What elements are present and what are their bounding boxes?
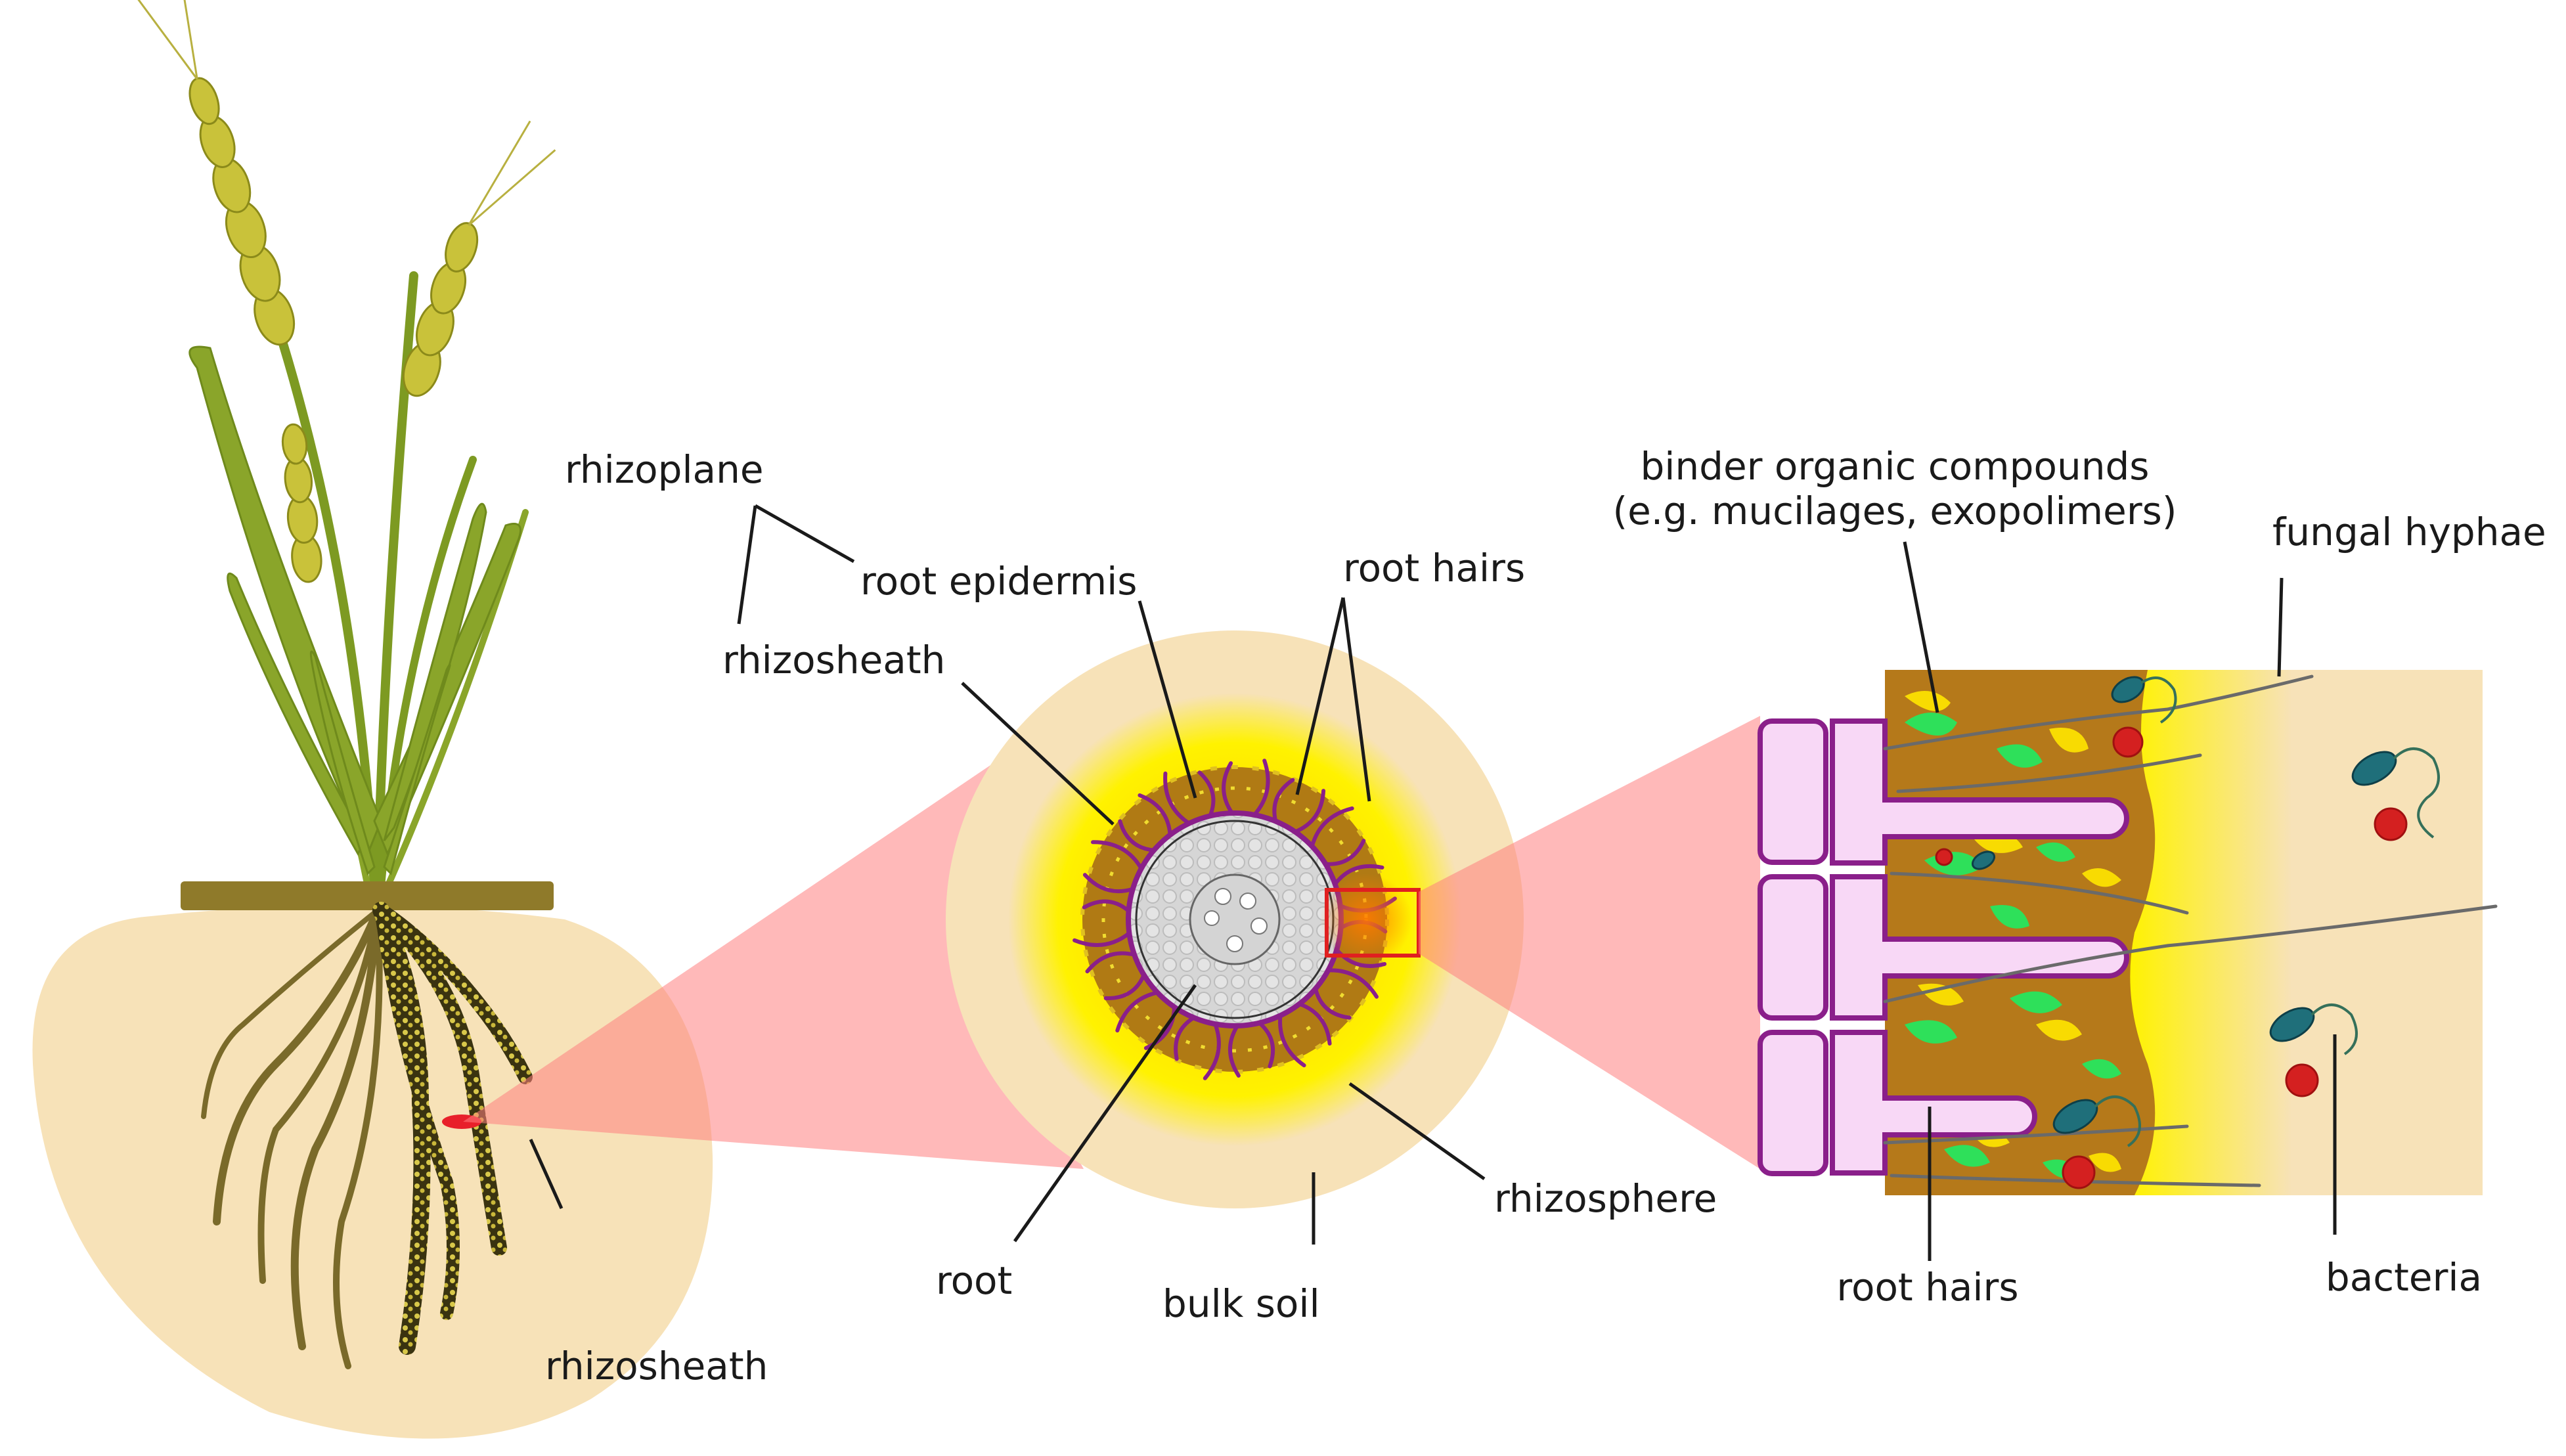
label-rhizoplane: rhizoplane [565,447,764,492]
plant-panel [32,0,713,1439]
root-hair [1115,990,1160,1033]
label-rhizosheath-mid: rhizosheath [722,638,945,682]
rhizosheath-roots [372,902,533,1355]
ground-line [181,881,554,910]
label-root-epidermis: root epidermis [860,559,1138,604]
labels: rhizoplane root epidermis rhizosheath ro… [545,444,2546,1388]
plant-roots [201,906,383,1369]
label-rhizosphere: rhizosphere [1494,1176,1717,1221]
root-hair [1272,778,1295,824]
root-hair [1222,761,1234,815]
root-hair [1174,1015,1196,1061]
bacteria-flagella [2094,676,2440,1147]
soil-blob [32,905,713,1439]
root-hair [1326,968,1379,999]
root-hair [1203,1022,1221,1080]
root-hair [1293,789,1326,834]
root-cross-section [946,630,1524,1208]
fungal-spores [1935,726,2408,1189]
root-hair [1228,1024,1241,1078]
root-stele [1189,873,1281,965]
wheat-ears [122,0,556,583]
xylem-vessels [1204,888,1268,952]
label-root-hairs-right: root hairs [1836,1265,2018,1310]
root-hair [1297,1002,1332,1046]
label-bulk-soil: bulk soil [1162,1281,1320,1326]
root-hair [1091,840,1143,871]
zoom-cone-right [1419,716,1760,1169]
bacteria-cells [1971,676,2397,1134]
root-hair [1073,931,1132,947]
label-binder-line2: (e.g. mucilages, exopolimers) [1612,489,2177,533]
label-root-hairs-mid: root hairs [1343,546,1525,590]
orange-glow [1320,873,1412,965]
root-hair [1323,839,1366,866]
root-hair [1082,873,1135,894]
root-hair [1314,986,1352,1020]
root-hair [1103,973,1146,1000]
root-hair [1082,899,1131,914]
root-cells [1758,718,2129,1176]
root-hair [1118,819,1156,852]
label-bacteria: bacteria [2326,1255,2482,1300]
root-hair [1163,771,1191,826]
root-hair [1333,864,1384,887]
root-hair [1085,951,1137,974]
fungal-hyphae-strands [1883,674,2498,1187]
root-hair [1138,793,1172,837]
root-hair [1310,806,1354,849]
root-hair [1278,1013,1306,1068]
zoom-cone-left [463,742,1084,1169]
detail-panel [1758,670,2498,1195]
label-fungal-hyphae: fungal hyphae [2272,510,2546,554]
leader-lines [529,504,2337,1261]
root-hair [1252,759,1270,817]
label-root: root [936,1258,1012,1303]
root-hair [1197,770,1216,818]
label-binder-line1: binder organic compounds [1640,444,2149,489]
plant-leaves [188,345,521,875]
label-rhizosheath-plant: rhizosheath [545,1344,768,1388]
root-hair [1257,1021,1275,1069]
